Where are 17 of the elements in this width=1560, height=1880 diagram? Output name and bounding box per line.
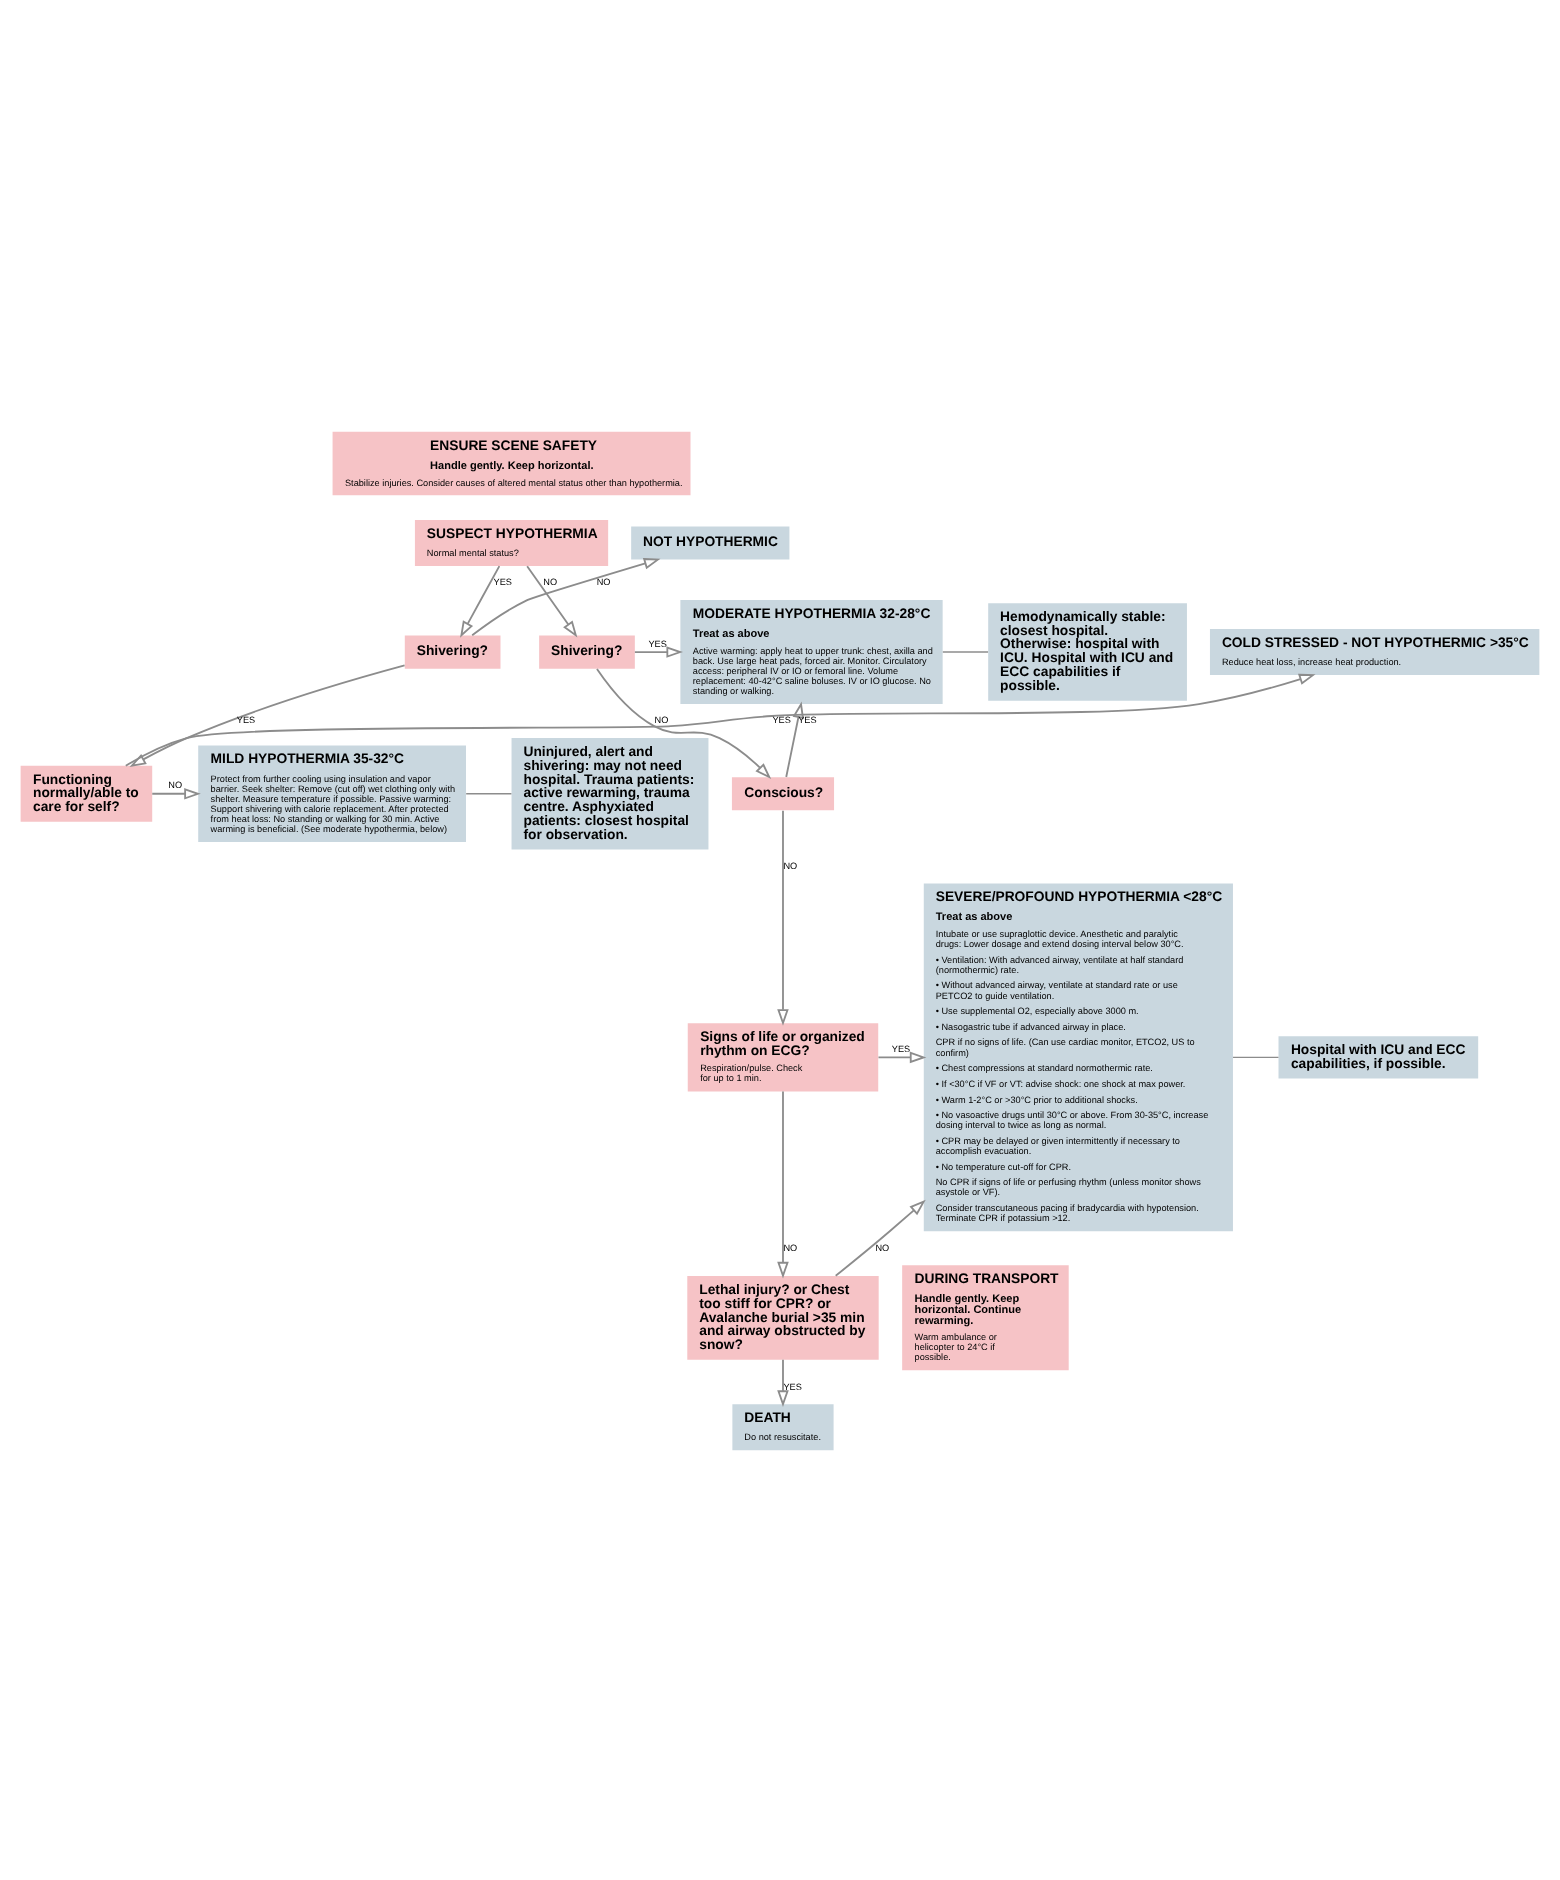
arrow (785, 700, 804, 777)
arrow (460, 564, 501, 637)
arrow (777, 1089, 789, 1278)
arrow (526, 564, 578, 637)
arrow (633, 645, 683, 657)
arrow (129, 663, 406, 766)
arrow (471, 557, 661, 636)
arrow (877, 1050, 927, 1063)
connector (465, 792, 513, 794)
arrow (596, 667, 772, 779)
arrow (151, 786, 201, 799)
connector (942, 650, 989, 652)
arrow (777, 1357, 789, 1406)
connector (1232, 1055, 1280, 1058)
arrow (124, 672, 1316, 766)
arrow (777, 808, 789, 1025)
arrow (834, 1198, 926, 1276)
